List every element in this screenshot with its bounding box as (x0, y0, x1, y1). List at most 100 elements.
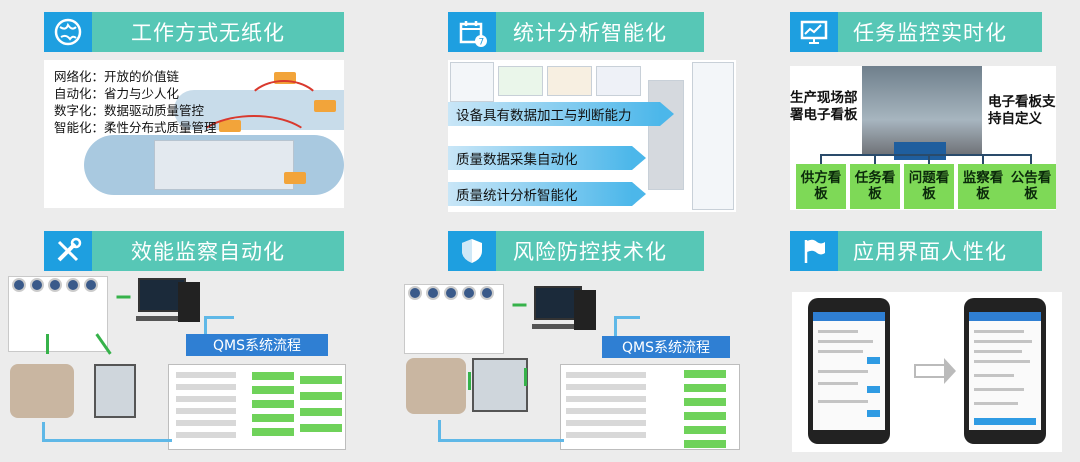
gauge-icon (444, 286, 458, 300)
board-inspection: 监察看板 (958, 164, 1008, 209)
flow-row (176, 408, 236, 414)
banner-title: 任务监控实时化 (853, 21, 1007, 45)
up-arrow (116, 295, 131, 299)
point-line: 数字化：数据驱动质量管控 (54, 103, 205, 118)
flow-step (684, 370, 726, 378)
point-line: 自动化：省力与少人化 (54, 86, 180, 101)
phone-text-line (974, 360, 1030, 363)
flow-step (252, 428, 294, 436)
flow-step (252, 372, 294, 380)
svg-text:7: 7 (479, 38, 485, 48)
phone-text-line (818, 382, 858, 385)
banner-paperless: 工作方式无纸化 (44, 12, 344, 52)
phone-action-button (867, 357, 880, 364)
loop-arrow (42, 422, 172, 442)
flow-row (176, 420, 236, 426)
banner-title: 统计分析智能化 (513, 21, 667, 45)
phone-display (969, 312, 1041, 430)
phone-text-line (974, 402, 1018, 405)
phone-text-line (818, 340, 873, 343)
phone-text-line (818, 400, 868, 403)
board-supplier: 供方看板 (796, 164, 846, 209)
chart-screenshot (596, 66, 641, 96)
kiosk-terminal (94, 364, 136, 418)
gauge-icon (12, 278, 26, 292)
loop-arrow (614, 316, 640, 336)
phone-action-button (867, 386, 880, 393)
pc-tower (574, 290, 596, 330)
calendar-icon: 7 (448, 12, 496, 52)
flow-step (300, 424, 342, 432)
flow-step (684, 412, 726, 420)
analysis-strip: 质量统计分析智能化 (448, 182, 646, 206)
flow-row (176, 432, 236, 438)
handheld-device-photo (406, 358, 466, 414)
phone-header (813, 312, 885, 321)
banner-title: 效能监察自动化 (131, 240, 285, 264)
gauge-icon (480, 286, 494, 300)
phone-text-line (818, 330, 858, 333)
gauge-icon (84, 278, 98, 292)
banner-efficiency: 效能监察自动化 (44, 231, 344, 271)
banner-title: 应用界面人性化 (853, 240, 1007, 264)
kiosk-terminal (472, 358, 528, 412)
flow-step (252, 400, 294, 408)
flow-row (176, 384, 236, 390)
paperless-points: 网络化：开放的价值链 自动化：省力与少人化 数字化：数据驱动质量管控 智能化：柔… (54, 68, 217, 136)
handheld-device-photo (10, 364, 74, 418)
flow-step (684, 440, 726, 448)
server-rack (648, 80, 684, 190)
phone-screen-detail (964, 298, 1046, 444)
phone-text-line (974, 388, 1024, 391)
phone-action-button (974, 418, 1036, 425)
flow-step (252, 386, 294, 394)
gauge-icon (66, 278, 80, 292)
monitor-chart-icon (790, 12, 838, 52)
banner-analysis: 7 统计分析智能化 (448, 12, 704, 52)
connector-line (982, 154, 984, 164)
tools-icon (44, 231, 92, 271)
connector-line (1030, 154, 1032, 164)
board-task: 任务看板 (850, 164, 900, 209)
phone-text-line (818, 370, 868, 373)
flow-row (176, 372, 236, 378)
network-switch (894, 142, 946, 160)
flow-row (566, 408, 646, 414)
phone-header (969, 312, 1041, 321)
phone-display (813, 312, 885, 430)
analysis-illustration: 设备具有数据加工与判断能力 质量数据采集自动化 质量统计分析智能化 (448, 60, 736, 212)
flow-step (252, 414, 294, 422)
gauge-icon (426, 286, 440, 300)
banner-title: 风险防控技术化 (513, 240, 667, 264)
pc-keyboard (532, 324, 584, 329)
report-screenshot (692, 62, 734, 210)
phone-action-button (867, 410, 880, 417)
flow-row (566, 372, 646, 378)
connector-line (928, 154, 930, 164)
phone-screen-list (808, 298, 890, 444)
qms-process-label: QMS系统流程 (186, 334, 328, 356)
flow-step (684, 426, 726, 434)
phone-text-line (974, 350, 1022, 353)
flow-step (684, 398, 726, 406)
loop-arrow (438, 420, 564, 442)
phone-text-line (818, 350, 863, 353)
connector-line (820, 154, 1030, 156)
flow-step (300, 408, 342, 416)
flow-step (300, 376, 342, 384)
board-issue: 问题看板 (904, 164, 954, 209)
device-screenshot (450, 62, 494, 102)
flow-row (566, 432, 646, 438)
connector-line (874, 154, 876, 164)
banner-ui: 应用界面人性化 (790, 231, 1042, 271)
phone-text-line (974, 374, 1014, 377)
connector-line (820, 154, 822, 164)
analysis-strip: 设备具有数据加工与判断能力 (448, 102, 674, 126)
up-arrow (512, 303, 527, 307)
phone-text-line (974, 330, 1024, 333)
banner-title: 工作方式无纸化 (131, 21, 285, 45)
up-arrow (468, 372, 471, 390)
efficiency-illustration: QMS系统流程 (8, 272, 348, 456)
point-line: 网络化：开放的价值链 (54, 69, 180, 84)
risk-illustration: QMS系统流程 (404, 280, 744, 456)
